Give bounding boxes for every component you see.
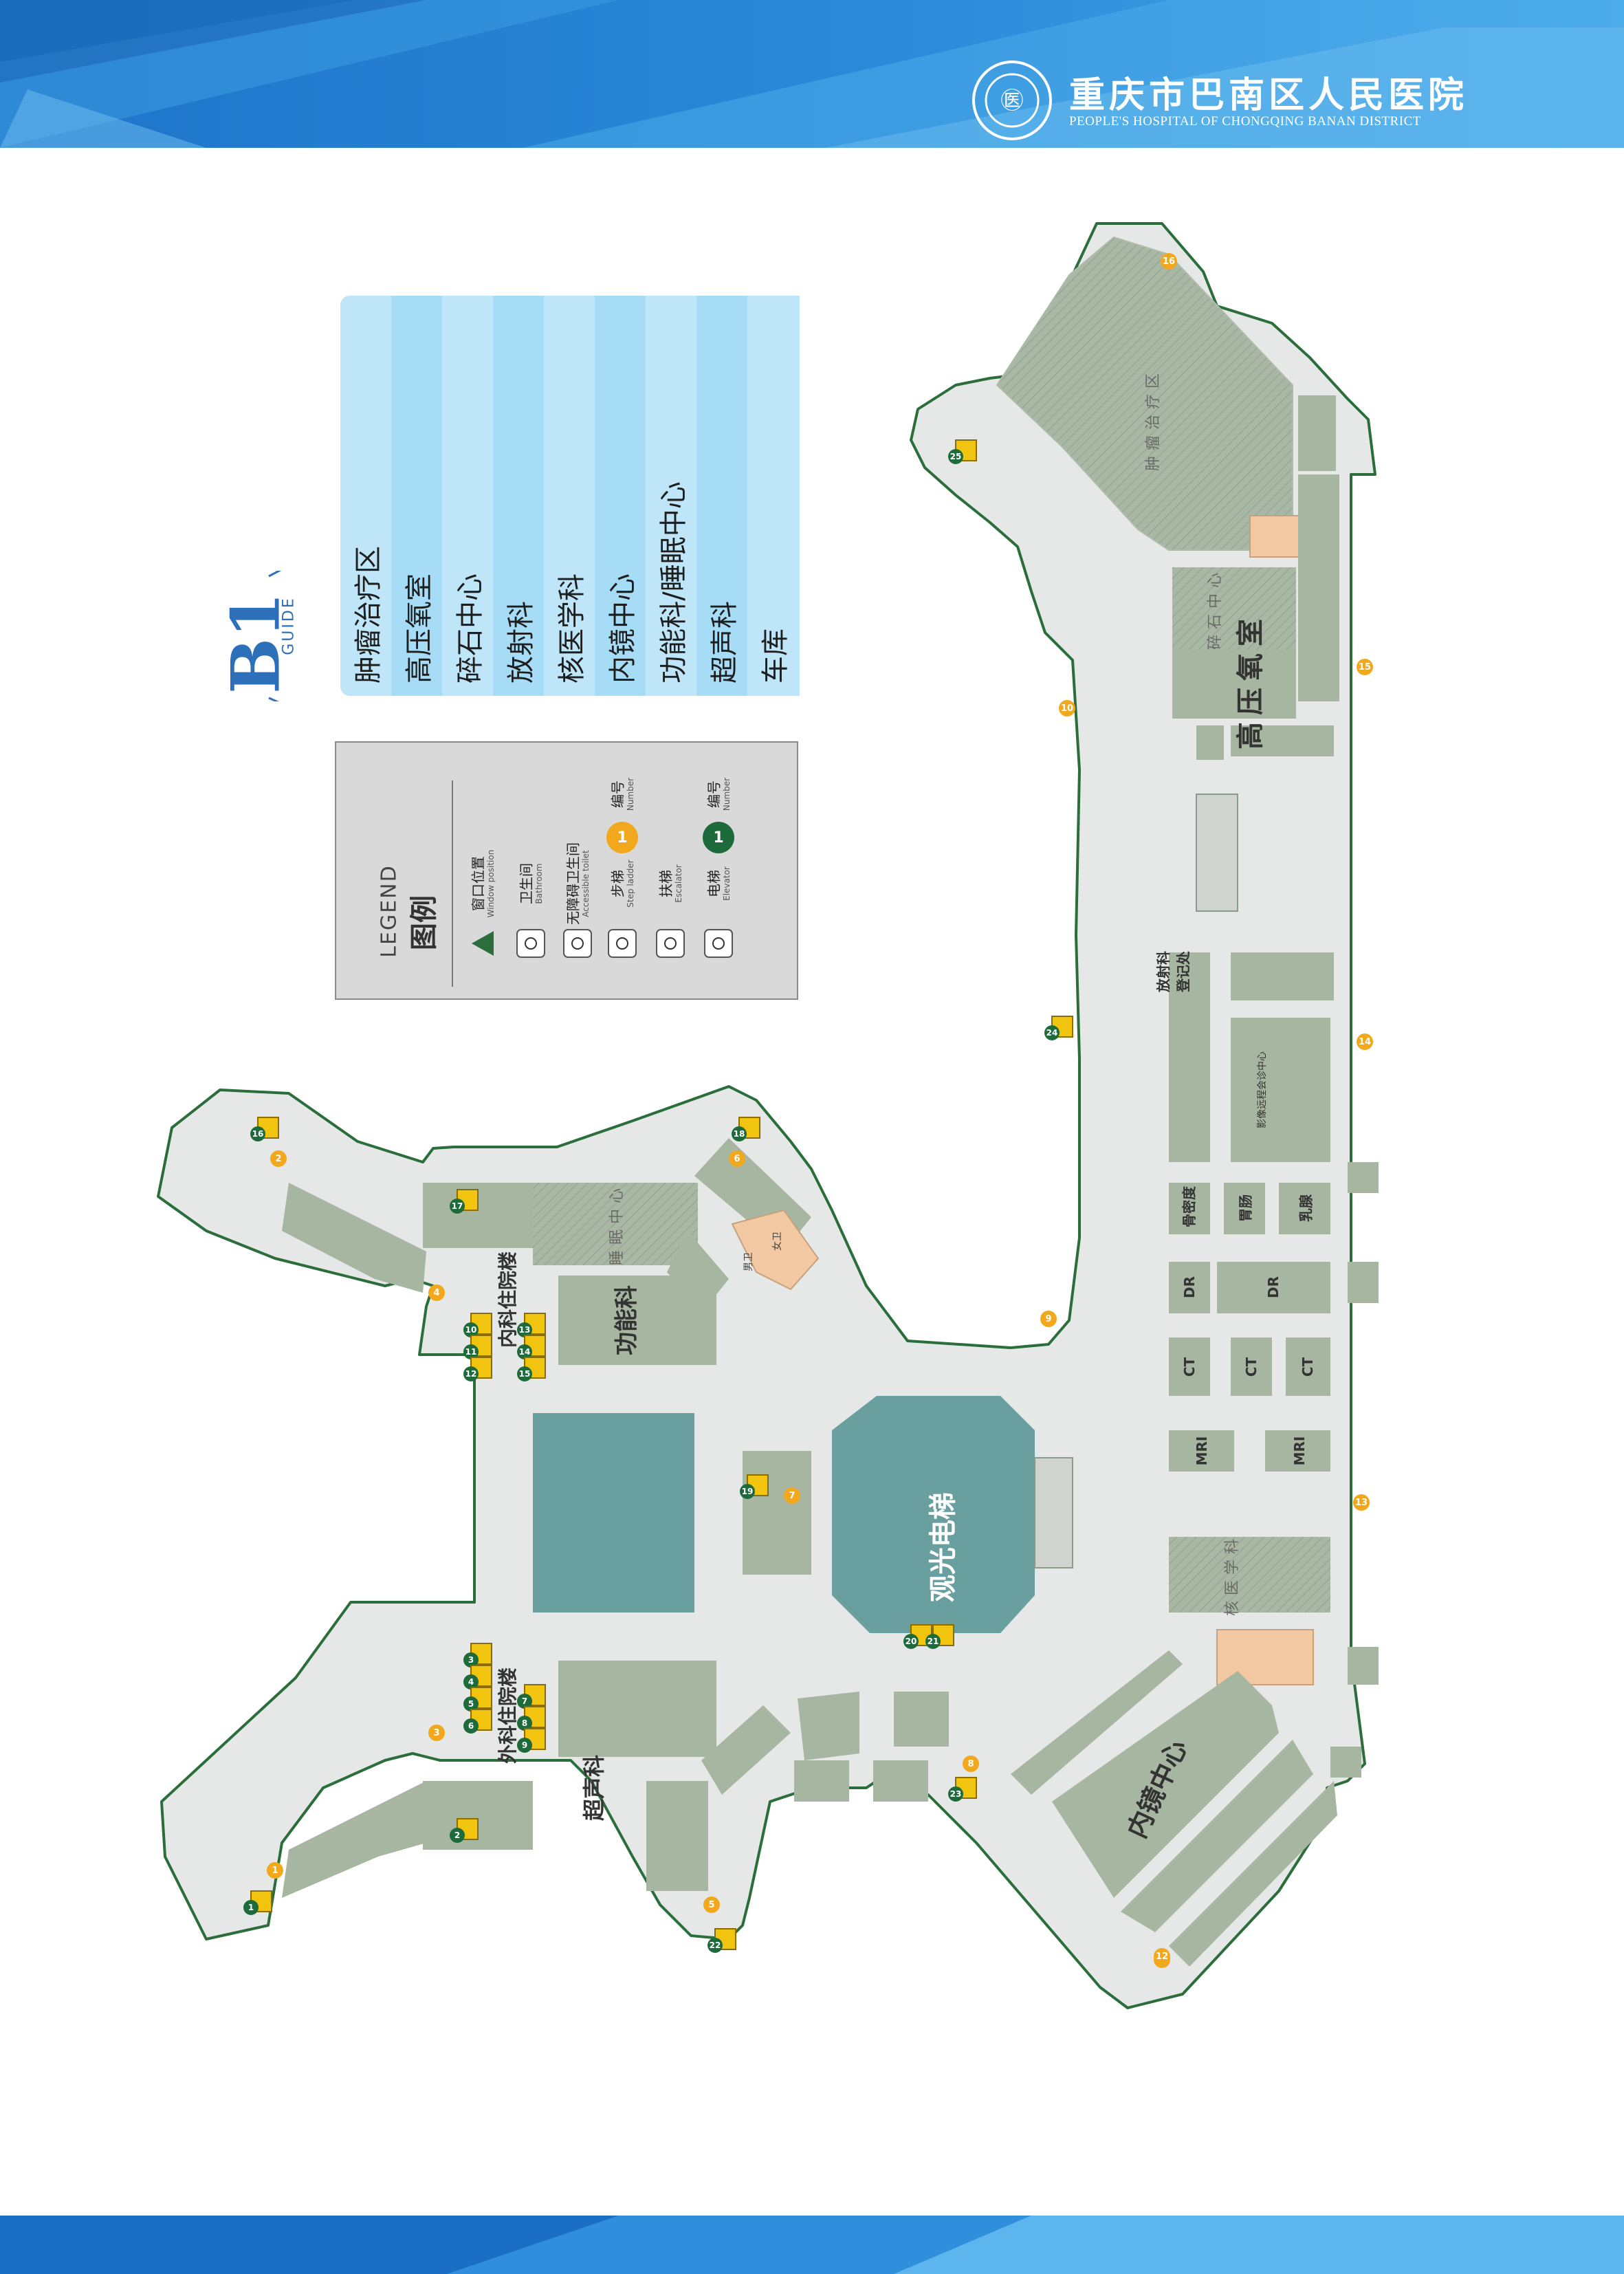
page-header: ㊩ 重庆市巴南区人民医院 PEOPLE'S HOSPITAL OF CHONGQ… — [0, 0, 1624, 148]
step-ladder-badge: 10 — [1059, 700, 1075, 717]
room-breast: 乳腺 — [1297, 1194, 1315, 1222]
room-ct-1: CT — [1181, 1357, 1198, 1377]
room-sightseeing-elevator: 观光电梯 — [928, 1492, 959, 1602]
elevator-number-badge: 19 — [740, 1484, 755, 1499]
elevator-number-badge: 22 — [707, 1938, 723, 1953]
header-banner — [0, 0, 1624, 148]
room-ct-2: CT — [1243, 1357, 1260, 1377]
restroom-men: 男卫 — [743, 1252, 754, 1271]
elevator-number-badge: 16 — [250, 1126, 265, 1141]
escalator-icon — [655, 928, 685, 959]
step-ladder-badge: 4 — [428, 1284, 445, 1301]
room-mri-1: MRI — [1194, 1436, 1210, 1466]
room-dr-2: DR — [1265, 1276, 1282, 1299]
elevator-number-badge: 1 — [243, 1900, 259, 1915]
elevator-number-badge: 10 — [463, 1322, 479, 1337]
step-ladder-badge: 13 — [1353, 1494, 1370, 1511]
label-medical-inpatient-building: 内科住院楼 — [496, 1251, 519, 1348]
room-hyperbaric-oxygen: 高压氧室 — [1235, 612, 1266, 750]
step-ladder-badge: 3 — [428, 1725, 445, 1741]
elevator-number-badge: 5 — [463, 1696, 479, 1712]
floor-label-lines — [268, 571, 282, 701]
elevator-number-badge: 24 — [1044, 1025, 1060, 1040]
elevator-number-badge: 23 — [948, 1786, 963, 1802]
step-ladder-badge: 12 — [1154, 1948, 1170, 1965]
room-sleep-center: 睡眠中心 — [608, 1182, 626, 1266]
bathroom-icon — [516, 928, 546, 959]
step-ladder-badge: 5 — [703, 1896, 720, 1913]
elevator-number-badge: 14 — [517, 1344, 532, 1359]
room-radiology-registration: 放射科登记处 — [1155, 951, 1192, 992]
room-lithotripsy: 碎石中心 — [1207, 567, 1224, 651]
room-function-dept: 功能科 — [613, 1285, 641, 1355]
restroom-women: 女卫 — [772, 1232, 783, 1251]
elevator-number-badge: 2 — [450, 1828, 465, 1843]
svg-text:㊩: ㊩ — [1000, 87, 1024, 115]
elevator-number-badge: 13 — [517, 1322, 532, 1337]
elevator-number-badge: 9 — [517, 1738, 532, 1753]
elevator-number-badge: 17 — [450, 1199, 465, 1214]
step-ladder-badge: 16 — [1161, 253, 1177, 270]
elevator-number-badge: 12 — [463, 1366, 479, 1381]
step-ladder-badge: 15 — [1357, 659, 1373, 675]
step-ladder-badge: 7 — [784, 1487, 800, 1504]
step-ladder-badge: 2 — [270, 1150, 287, 1167]
step-ladder-badge: 1 — [267, 1862, 283, 1879]
elevator-number-badge: 1 — [703, 822, 734, 853]
elevator-number-badge: 11 — [463, 1344, 479, 1359]
room-imaging-consult: 影像远程会诊中心 — [1257, 1051, 1268, 1128]
elevator-number-badge: 25 — [948, 449, 963, 464]
floor-directory — [340, 296, 800, 696]
room-bone-density: 骨密度 — [1181, 1186, 1198, 1227]
window-position-triangle-icon — [468, 928, 498, 959]
elevator-number-badge: 8 — [517, 1716, 532, 1731]
elevator-number-badge: 21 — [925, 1634, 941, 1649]
elevator-number-badge: 18 — [732, 1126, 747, 1141]
step-ladder-badge: 14 — [1357, 1034, 1373, 1050]
page-footer — [0, 2216, 1624, 2274]
room-mri-2: MRI — [1291, 1436, 1308, 1466]
elevator-icon — [703, 928, 734, 959]
elevator-number-badge: 15 — [517, 1366, 532, 1381]
room-nuclear-medicine: 核医学科 — [1224, 1533, 1241, 1617]
hospital-name-cn: 重庆市巴南区人民医院 — [1069, 74, 1469, 116]
elevator-number-badge: 6 — [463, 1718, 479, 1734]
step-ladder-icon — [607, 928, 637, 959]
room-ultrasound: 超声科 — [581, 1754, 607, 1822]
room-ct-3: CT — [1299, 1357, 1316, 1377]
elevator-number-badge: 4 — [463, 1674, 479, 1690]
elevator-number-badge: 20 — [903, 1634, 919, 1649]
hospital-seal-logo: ㊩ — [971, 59, 1053, 142]
room-dr-1: DR — [1181, 1276, 1198, 1299]
step-ladder-badge: 9 — [1040, 1311, 1057, 1327]
label-surgical-inpatient-building: 外科住院楼 — [496, 1667, 519, 1764]
elevator-number-badge: 3 — [463, 1652, 479, 1668]
step-ladder-badge: 6 — [729, 1150, 745, 1167]
step-ladder-badge: 8 — [963, 1756, 979, 1772]
elevator-number-badge: 7 — [517, 1694, 532, 1709]
hospital-name-en: PEOPLE'S HOSPITAL OF CHONGQING BANAN DIS… — [1069, 114, 1421, 129]
step-number-badge: 1 — [606, 822, 638, 853]
room-gastro: 胃肠 — [1237, 1194, 1254, 1222]
room-tumor-treatment: 肿瘤治疗区 — [1145, 367, 1162, 472]
accessible-toilet-icon — [562, 928, 593, 959]
